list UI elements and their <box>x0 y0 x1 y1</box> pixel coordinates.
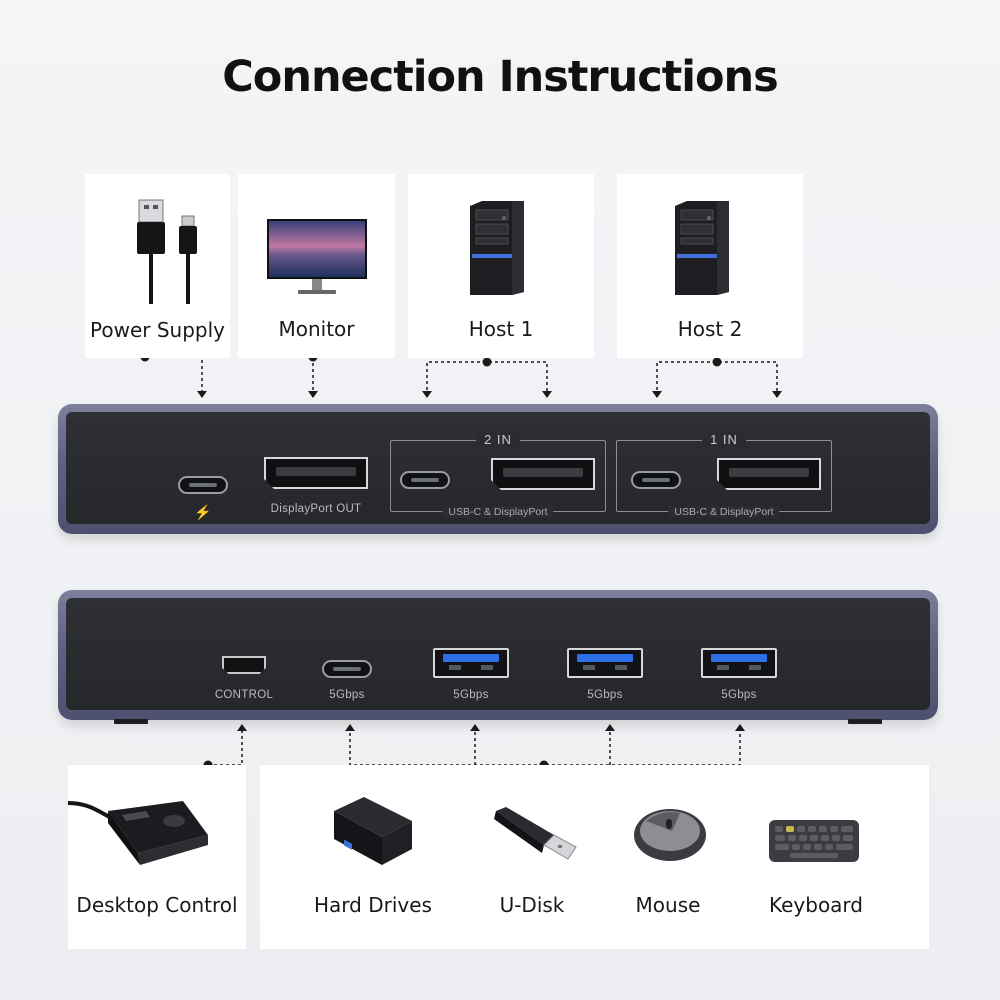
card-monitor: Monitor <box>238 174 395 358</box>
page-title: Connection Instructions <box>222 52 779 102</box>
arrow-head <box>422 391 432 398</box>
card-label: Power Supply <box>90 318 225 342</box>
card-label: Host 2 <box>677 317 743 341</box>
pc-tower-icon <box>470 201 524 295</box>
arrow-head <box>470 724 480 731</box>
port-speed-label: 5Gbps <box>453 689 489 701</box>
power-usbc-port[interactable] <box>178 476 228 494</box>
card-desktop-control: Desktop Control <box>68 765 246 949</box>
arrow-head <box>652 391 662 398</box>
arrow-head <box>237 724 247 731</box>
mouse-icon <box>634 809 706 861</box>
usbc-5gbps-port[interactable] <box>322 660 372 678</box>
host2-displayport-port[interactable] <box>491 458 595 490</box>
card-power-supply: Power Supply <box>85 174 230 358</box>
lightning-icon: ⚡ <box>194 504 212 520</box>
host1-displayport-port[interactable] <box>717 458 821 490</box>
wire-dot <box>482 357 492 367</box>
displayport-out-label: DisplayPort OUT <box>270 503 362 515</box>
group-subtitle: USB-C & DisplayPort <box>668 506 780 518</box>
peripheral-label: Keyboard <box>768 893 863 917</box>
control-mini-usb-port[interactable] <box>222 656 266 674</box>
wire-dot <box>712 357 722 367</box>
arrow-head <box>735 724 745 731</box>
front-panel-face: ⚡ DisplayPort OUT 2 IN USB-C & DisplayPo… <box>66 412 930 524</box>
card-label: Monitor <box>278 317 355 341</box>
port-speed-label: 5Gbps <box>587 689 623 701</box>
keyboard-icon <box>769 820 859 862</box>
pc-tower-icon <box>675 201 729 295</box>
arrow-head <box>772 391 782 398</box>
card-label: Desktop Control <box>76 893 238 917</box>
input-group-2: 2 IN USB-C & DisplayPort <box>390 432 606 518</box>
back-panel-face: CONTROL 5Gbps 5Gbps 5Gbps 5Gbps <box>66 598 930 710</box>
kvm-back-panel: CONTROL 5Gbps 5Gbps 5Gbps 5Gbps <box>58 590 938 724</box>
wire-peripherals <box>349 727 741 766</box>
device-foot <box>848 719 882 724</box>
arrow-head <box>308 391 318 398</box>
arrow-head <box>605 724 615 731</box>
control-label: CONTROL <box>214 689 274 701</box>
card-label: Host 1 <box>468 317 534 341</box>
peripheral-label: U-Disk <box>499 893 565 917</box>
kvm-front-panel: ⚡ DisplayPort OUT 2 IN USB-C & DisplayPo… <box>58 404 938 534</box>
input-group-1: 1 IN USB-C & DisplayPort <box>616 432 832 518</box>
desktop-switch-icon <box>68 801 208 865</box>
group-title: 1 IN <box>702 432 746 447</box>
port-speed-label: 5Gbps <box>329 689 365 701</box>
usba-port-2[interactable] <box>567 648 643 678</box>
wire-host1 <box>426 361 548 396</box>
host1-usbc-port[interactable] <box>631 471 681 489</box>
arrow-head <box>345 724 355 731</box>
card-host-1: Host 1 <box>408 174 594 358</box>
hard-drive-icon <box>334 797 412 865</box>
monitor-icon <box>267 219 367 294</box>
port-speed-label: 5Gbps <box>721 689 757 701</box>
host2-usbc-port[interactable] <box>400 471 450 489</box>
usba-port-3[interactable] <box>701 648 777 678</box>
usba-port-1[interactable] <box>433 648 509 678</box>
displayport-out-port[interactable] <box>264 457 368 489</box>
arrow-head <box>542 391 552 398</box>
wire-host2 <box>656 361 778 396</box>
device-foot <box>114 719 148 724</box>
usb-stick-icon <box>494 807 577 860</box>
usb-cable-icon <box>137 199 197 304</box>
card-peripherals: Hard Drives U-Disk Mouse <box>260 765 929 949</box>
group-subtitle: USB-C & DisplayPort <box>442 506 554 518</box>
wire-control <box>208 727 243 766</box>
group-title: 2 IN <box>476 432 520 447</box>
card-host-2: Host 2 <box>617 174 803 358</box>
peripheral-label: Hard Drives <box>314 893 432 917</box>
wire-power <box>145 356 203 395</box>
peripheral-label: Mouse <box>635 893 701 917</box>
arrow-head <box>197 391 207 398</box>
